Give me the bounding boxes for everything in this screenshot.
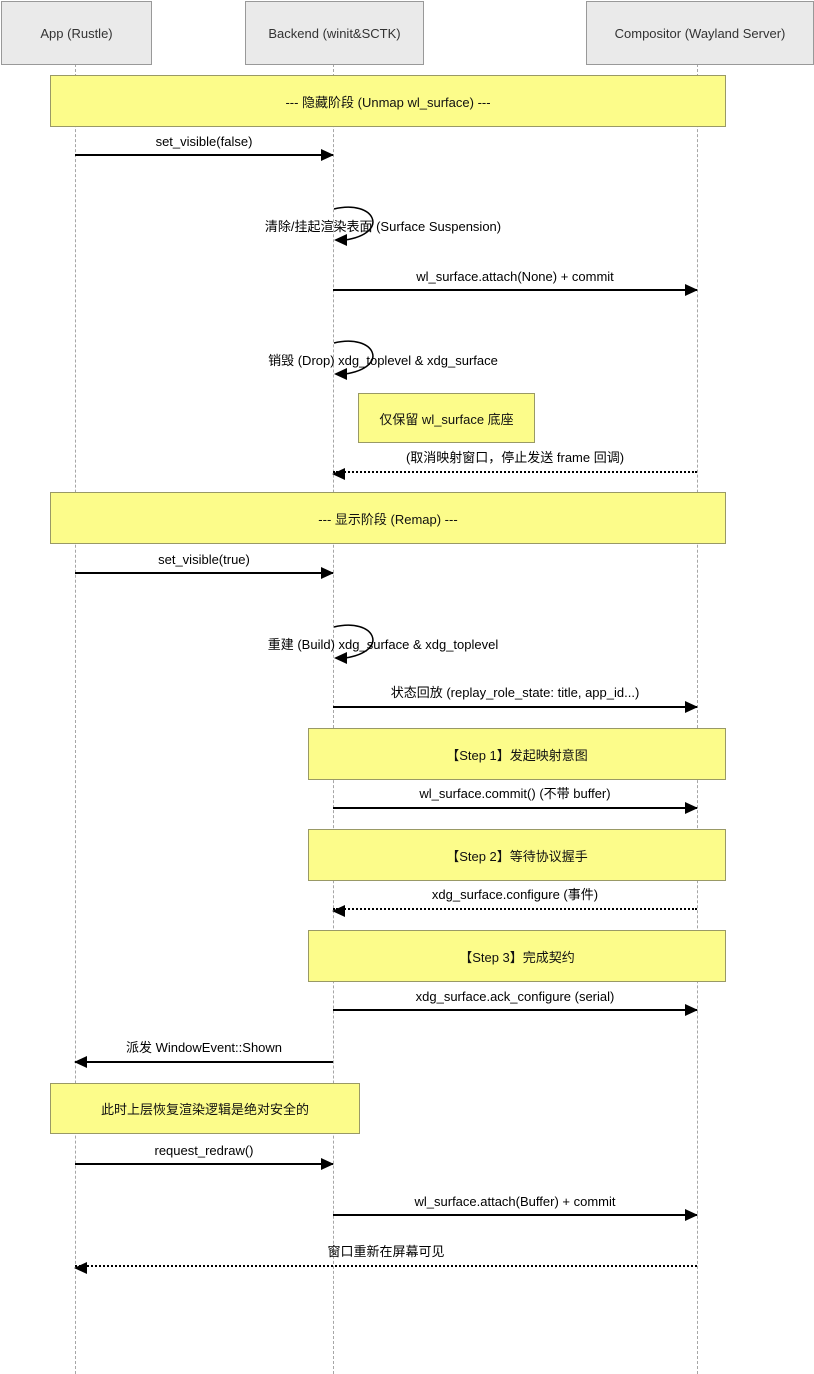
self-message-rebuild-label: 重建 (Build) xdg_surface & xdg_toplevel xyxy=(267,637,499,652)
note-safe-resume-label: 此时上层恢复渲染逻辑是绝对安全的 xyxy=(100,1102,309,1117)
arrow-line xyxy=(75,1158,334,1170)
step-2-label: 【Step 2】等待协议握手 xyxy=(446,848,588,864)
arrow-line xyxy=(75,567,334,579)
message-set-visible-false: set_visible(false) xyxy=(75,132,334,161)
message-attach-buffer-label: wl_surface.attach(Buffer) + commit xyxy=(414,1194,616,1209)
self-loop-arrow-drop xyxy=(333,340,374,380)
step-3-label: 【Step 3】完成契约 xyxy=(459,949,575,965)
message-unmap-reply-label: (取消映射窗口，停止发送 frame 回调) xyxy=(405,450,625,465)
arrow-line xyxy=(333,284,698,296)
note-safe-resume: 此时上层恢复渲染逻辑是绝对安全的 xyxy=(50,1083,360,1134)
participant-backend: Backend (winit&SCTK) xyxy=(245,1,424,65)
lifeline-app xyxy=(75,64,76,1374)
note-keep-wl-surface-label: 仅保留 wl_surface 底座 xyxy=(379,411,514,427)
arrow-line xyxy=(332,905,697,917)
message-attach-none-label: wl_surface.attach(None) + commit xyxy=(416,269,614,284)
step-1-box: 【Step 1】发起映射意图 xyxy=(308,728,726,780)
message-commit-no-buffer-label: wl_surface.commit() (不带 buffer) xyxy=(419,786,611,801)
arrow-line xyxy=(74,1056,333,1068)
participant-backend-label: Backend (winit&SCTK) xyxy=(268,25,401,41)
participant-compositor: Compositor (Wayland Server) xyxy=(586,1,814,65)
message-window-visible-label: 窗口重新在屏幕可见 xyxy=(327,1244,445,1259)
message-window-visible: 窗口重新在屏幕可见 xyxy=(74,1243,697,1274)
arrow-line xyxy=(333,802,698,814)
lifeline-compositor xyxy=(697,64,698,1374)
arrow-line xyxy=(74,1262,697,1274)
self-message-drop-label: 销毁 (Drop) xdg_toplevel & xdg_surface xyxy=(268,353,498,368)
message-configure-event: xdg_surface.configure (事件) xyxy=(332,886,697,917)
message-set-visible-true: set_visible(true) xyxy=(75,550,334,579)
message-replay-state: 状态回放 (replay_role_state: title, app_id..… xyxy=(333,684,698,713)
step-2-box: 【Step 2】等待协议握手 xyxy=(308,829,726,881)
message-request-redraw: request_redraw() xyxy=(75,1141,334,1170)
lifeline-backend xyxy=(333,64,334,1374)
arrow-line xyxy=(333,701,698,713)
phase-banner-remap-label: --- 显示阶段 (Remap) --- xyxy=(318,511,458,527)
step-1-label: 【Step 1】发起映射意图 xyxy=(446,747,588,763)
message-set-visible-true-label: set_visible(true) xyxy=(158,552,250,567)
message-unmap-reply: (取消映射窗口，停止发送 frame 回调) xyxy=(332,449,697,480)
message-attach-none: wl_surface.attach(None) + commit xyxy=(333,267,698,296)
message-attach-buffer: wl_surface.attach(Buffer) + commit xyxy=(333,1192,698,1221)
message-ack-configure: xdg_surface.ack_configure (serial) xyxy=(333,987,698,1016)
note-keep-wl-surface: 仅保留 wl_surface 底座 xyxy=(358,393,535,443)
self-loop-arrow-rebuild xyxy=(333,624,374,664)
message-commit-no-buffer: wl_surface.commit() (不带 buffer) xyxy=(333,785,698,814)
participant-app-label: App (Rustle) xyxy=(40,25,113,41)
participant-compositor-label: Compositor (Wayland Server) xyxy=(614,25,786,41)
arrow-line xyxy=(333,1209,698,1221)
message-request-redraw-label: request_redraw() xyxy=(154,1143,254,1158)
arrow-line xyxy=(75,149,334,161)
step-3-box: 【Step 3】完成契约 xyxy=(308,930,726,982)
message-window-event-shown: 派发 WindowEvent::Shown xyxy=(74,1039,333,1068)
message-window-event-shown-label: 派发 WindowEvent::Shown xyxy=(125,1040,283,1055)
message-configure-event-label: xdg_surface.configure (事件) xyxy=(431,887,599,902)
message-ack-configure-label: xdg_surface.ack_configure (serial) xyxy=(415,989,615,1004)
message-set-visible-false-label: set_visible(false) xyxy=(155,134,253,149)
phase-banner-unmap-label: --- 隐藏阶段 (Unmap wl_surface) --- xyxy=(285,94,491,110)
phase-banner-remap: --- 显示阶段 (Remap) --- xyxy=(50,492,726,544)
arrow-line xyxy=(332,468,697,480)
message-replay-state-label: 状态回放 (replay_role_state: title, app_id..… xyxy=(390,685,640,700)
participant-app: App (Rustle) xyxy=(1,1,152,65)
phase-banner-unmap: --- 隐藏阶段 (Unmap wl_surface) --- xyxy=(50,75,726,127)
self-message-suspend-label: 清除/挂起渲染表面 (Surface Suspension) xyxy=(264,219,502,234)
arrow-line xyxy=(333,1004,698,1016)
self-loop-arrow-suspend xyxy=(333,206,374,246)
